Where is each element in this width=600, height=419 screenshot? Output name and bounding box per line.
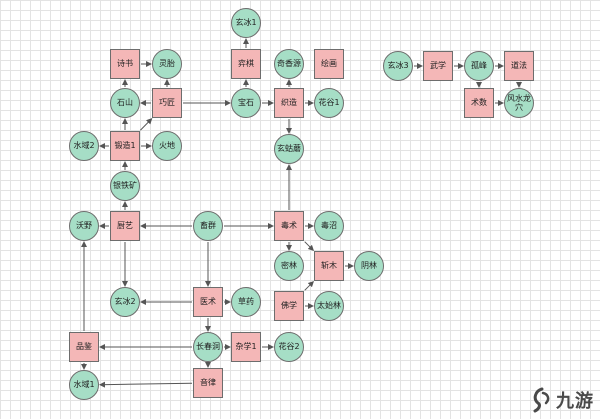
node-qixiangyuan: 奇香源 <box>274 49 304 79</box>
node-xuqun: 畜群 <box>193 211 223 241</box>
node-duanzao1: 锻造1 <box>110 131 140 161</box>
node-huihua: 绘画 <box>314 49 344 79</box>
edge-dushu-to-zhanmu <box>304 241 315 251</box>
jiuyou-logo-text: 九游 <box>556 391 594 412</box>
node-shuiyu2: 水域2 <box>69 131 99 161</box>
node-zhizao: 织造 <box>274 88 304 118</box>
node-xuanbing3: 玄冰3 <box>383 51 413 81</box>
node-milin: 密林 <box>274 251 304 281</box>
edge-yinlv-to-shuiyu1 <box>98 381 193 388</box>
edge-duanzao1-to-qiaojiang <box>139 118 153 131</box>
node-huagu2: 花谷2 <box>274 332 304 362</box>
node-yinlv: 音律 <box>193 368 223 398</box>
jiuyou-logo: 九游 <box>530 385 594 415</box>
node-xuanbing1: 玄冰1 <box>231 8 261 38</box>
node-guxue: 孤峰 <box>464 51 494 81</box>
node-shuiyu1: 水域1 <box>69 370 99 400</box>
node-changchundong: 长春洞 <box>193 332 223 362</box>
node-yinlin: 阴林 <box>354 251 384 281</box>
node-yiqi: 弈棋 <box>231 49 261 79</box>
node-yishu: 医术 <box>193 287 223 317</box>
node-xuanbing2: 玄冰2 <box>110 287 140 317</box>
node-daofa: 道法 <box>504 51 534 81</box>
node-zaxue1: 杂学1 <box>231 332 261 362</box>
node-huagu1: 花谷1 <box>314 88 344 118</box>
node-pinjian: 品鉴 <box>69 332 99 362</box>
node-duzhao: 毒沼 <box>314 211 344 241</box>
node-dushu: 毒术 <box>274 211 304 241</box>
node-shishan: 石山 <box>110 88 140 118</box>
jiuyou-logo-icon <box>533 387 550 413</box>
node-xuanzhanmo: 玄蛄蘑 <box>274 134 304 164</box>
node-baoshi: 宝石 <box>231 88 261 118</box>
node-woye: 沃野 <box>69 211 99 241</box>
node-taiyuanlin: 太始林 <box>314 291 344 321</box>
node-shushu: 术数 <box>464 88 494 118</box>
node-fengshuilongxue: 风水龙穴 <box>504 88 534 118</box>
node-chuyi: 厨艺 <box>110 211 140 241</box>
edge-yixue-to-zhanmu <box>304 280 315 291</box>
node-wuxue: 武学 <box>423 51 453 81</box>
node-yintiekuang: 银铁矿 <box>110 171 140 201</box>
node-lingtai: 灵胎 <box>152 49 182 79</box>
node-zhanmu: 斩木 <box>314 251 344 281</box>
node-caoyao: 草药 <box>231 287 261 317</box>
node-yixue: 佛学 <box>274 291 304 321</box>
node-shishu: 诗书 <box>110 49 140 79</box>
node-qiaojiang: 巧匠 <box>152 88 182 118</box>
node-huodi: 火地 <box>152 131 182 161</box>
